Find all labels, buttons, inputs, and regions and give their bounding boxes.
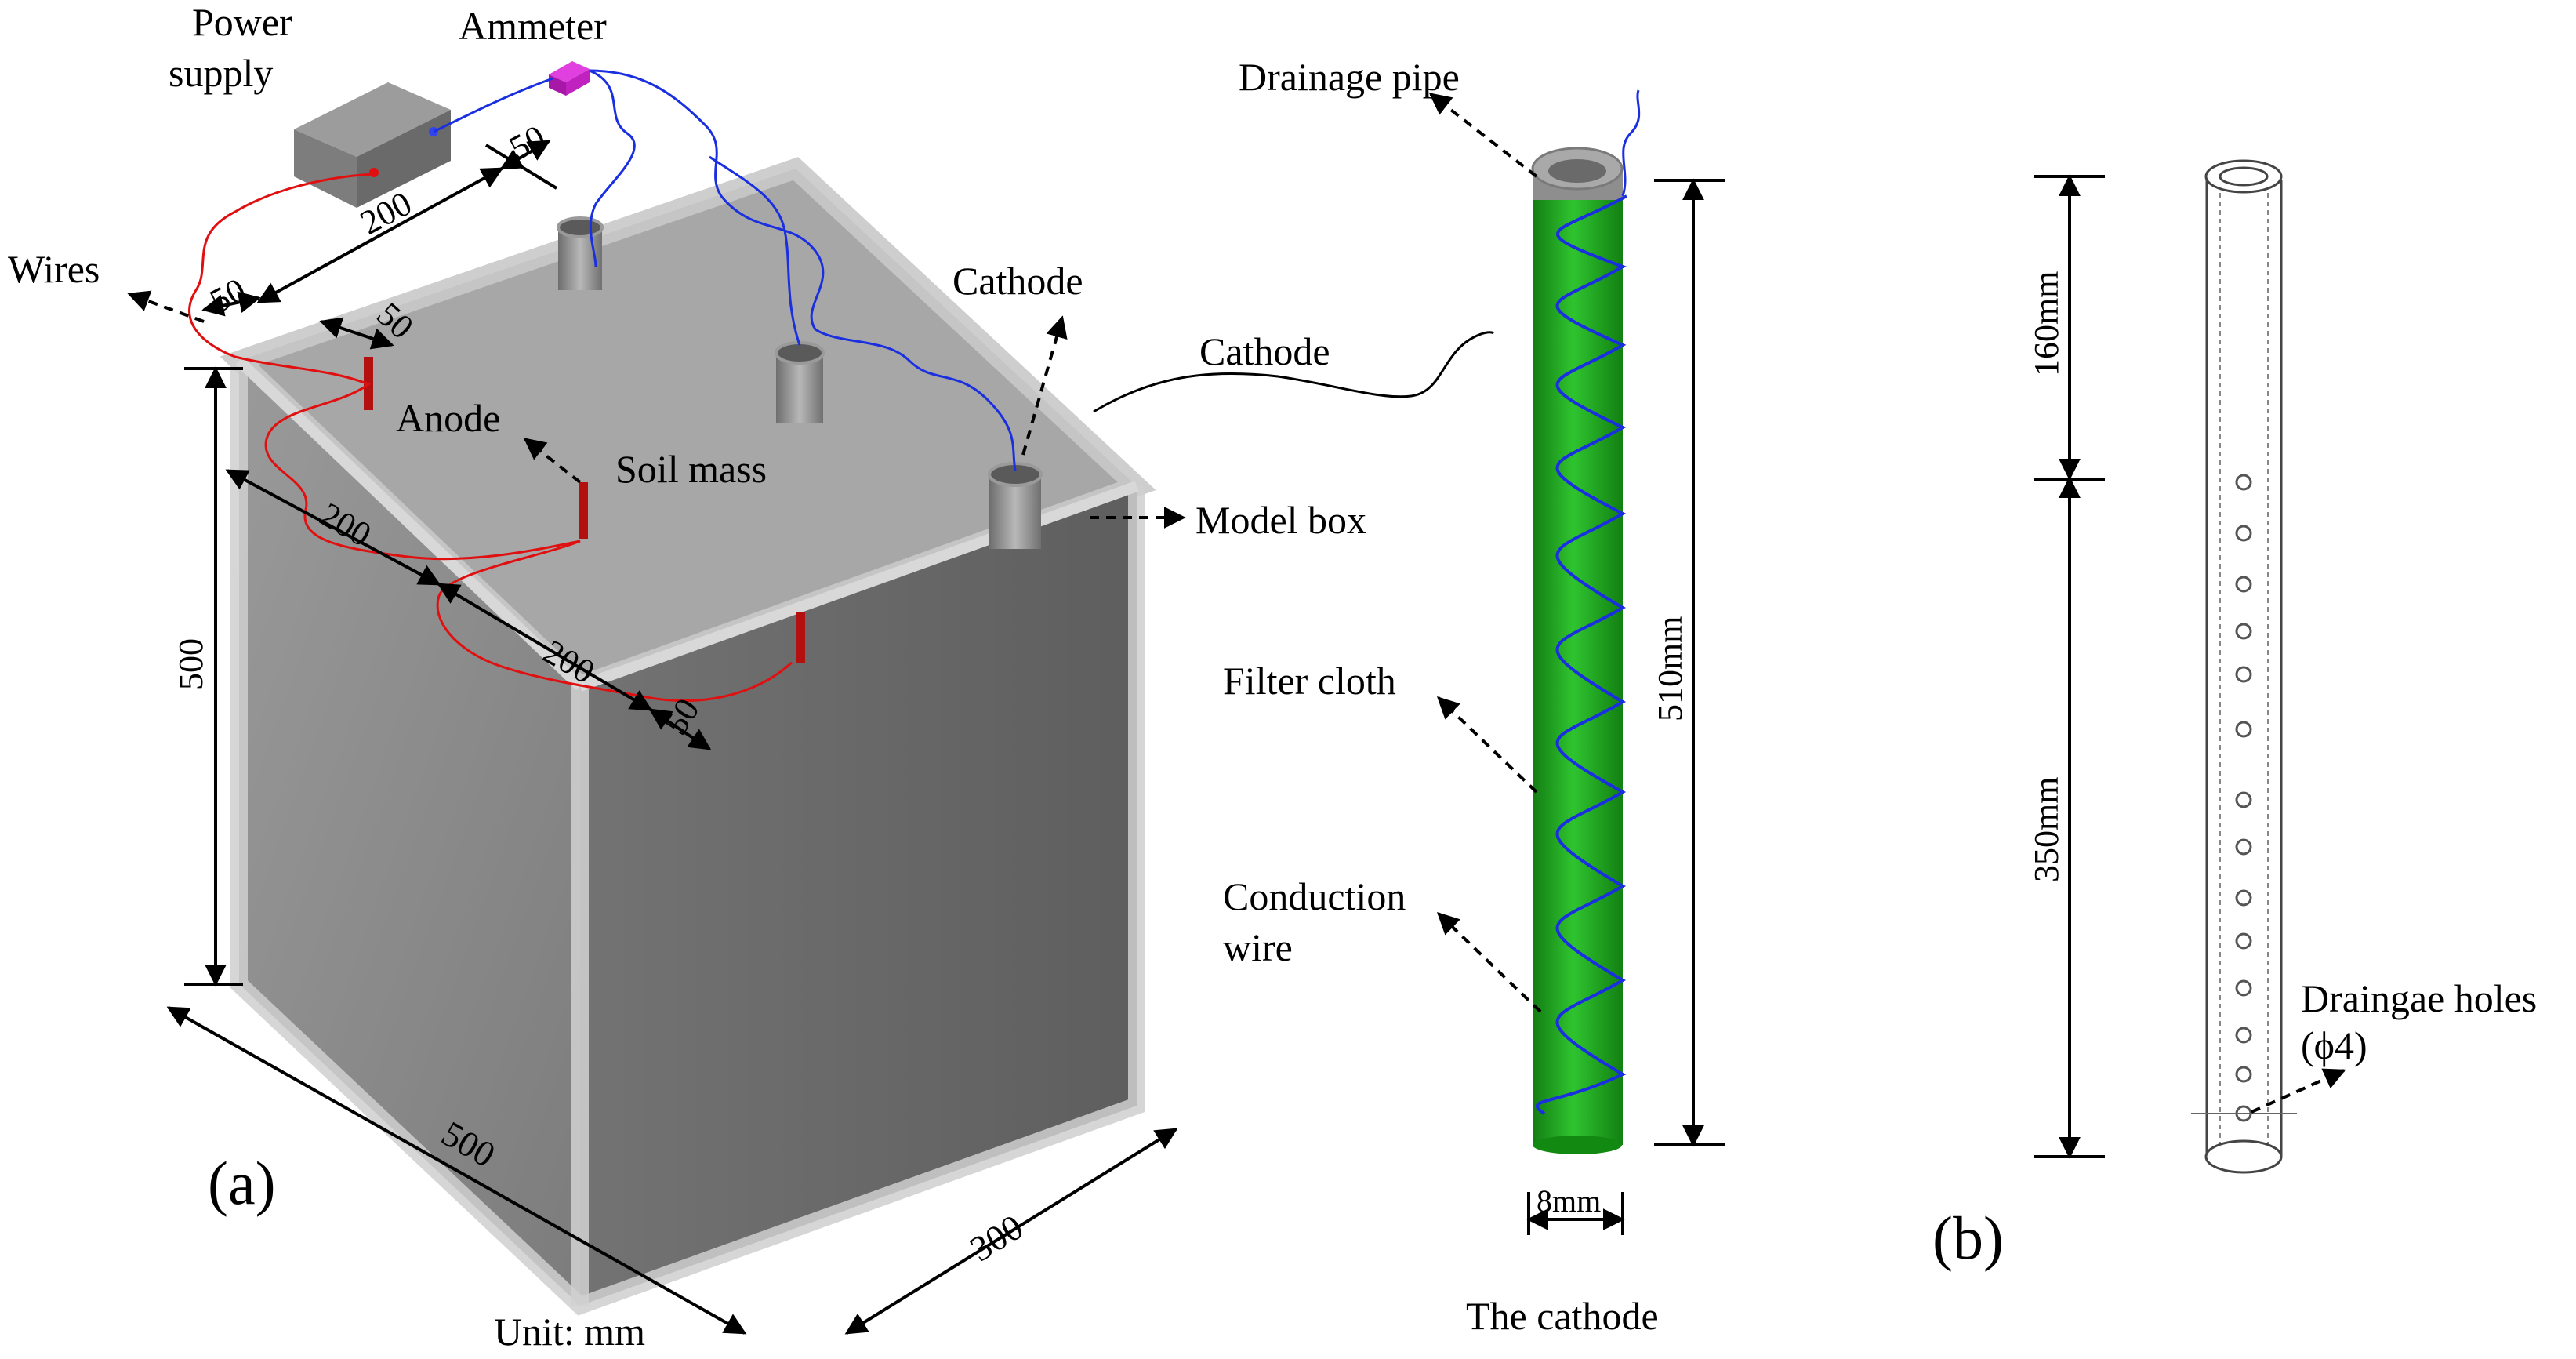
ammeter-label: Ammeter [459,4,607,48]
filter-cloth-arrow [1436,696,1538,794]
cathode-detail [1531,89,1641,1154]
holes-label-2: (ϕ4) [2301,1023,2367,1067]
anode-label: Anode [396,396,500,440]
cathode-label-detail: Cathode [1199,329,1330,373]
conduction-wire-helix [1535,194,1627,1115]
filter-cloth-cylinder [1533,184,1623,1145]
dim-base-300: 300 [963,1207,1030,1270]
conduction-label-1: Conduction [1223,874,1406,918]
cathode-label-a: Cathode [952,259,1083,303]
cathode-caption: The cathode [1466,1294,1659,1338]
model-box-label: Model box [1195,498,1366,542]
blue-wire [433,69,1017,471]
drainage-pipe-label: Drainage pipe [1239,55,1460,99]
power-supply-device [294,82,451,208]
drainage-holes [2235,474,2252,1122]
cathode-length-label: 510mm [1651,616,1689,721]
holes-arrow [2251,1068,2346,1114]
drainage-pipe-detail [2191,159,2297,1174]
power-supply-label-1: Power [192,0,292,44]
cathode-diameter-label: 8mm [1537,1183,1601,1219]
wires-arrow [127,290,205,323]
panel-a-dimensions [166,140,1178,1335]
pipe-lower-label: 350mm [2027,777,2066,882]
power-supply-label-2: supply [169,51,273,95]
detail-connector-line [1093,331,1495,413]
panel-b-label: (b) [1932,1204,2004,1272]
drainage-pipe-arrow [1428,93,1538,178]
soil-mass-label: Soil mass [615,447,767,491]
conduction-wire-arrow [1436,912,1542,1013]
anode-arrow [523,438,582,484]
filter-cloth-label: Filter cloth [1223,659,1396,703]
panel-a-label: (a) [208,1149,276,1217]
ammeter-device [549,61,590,96]
cathode-arrow [1021,315,1068,456]
dim-height-500: 500 [172,638,210,690]
holes-label-1: Draingae holes [2301,976,2537,1020]
unit-label: Unit: mm [494,1310,645,1354]
dim-left-50: 50 [204,271,252,321]
conduction-label-2: wire [1223,925,1293,969]
pipe-upper-label: 160mm [2027,271,2066,376]
wires-label: Wires [8,247,100,291]
